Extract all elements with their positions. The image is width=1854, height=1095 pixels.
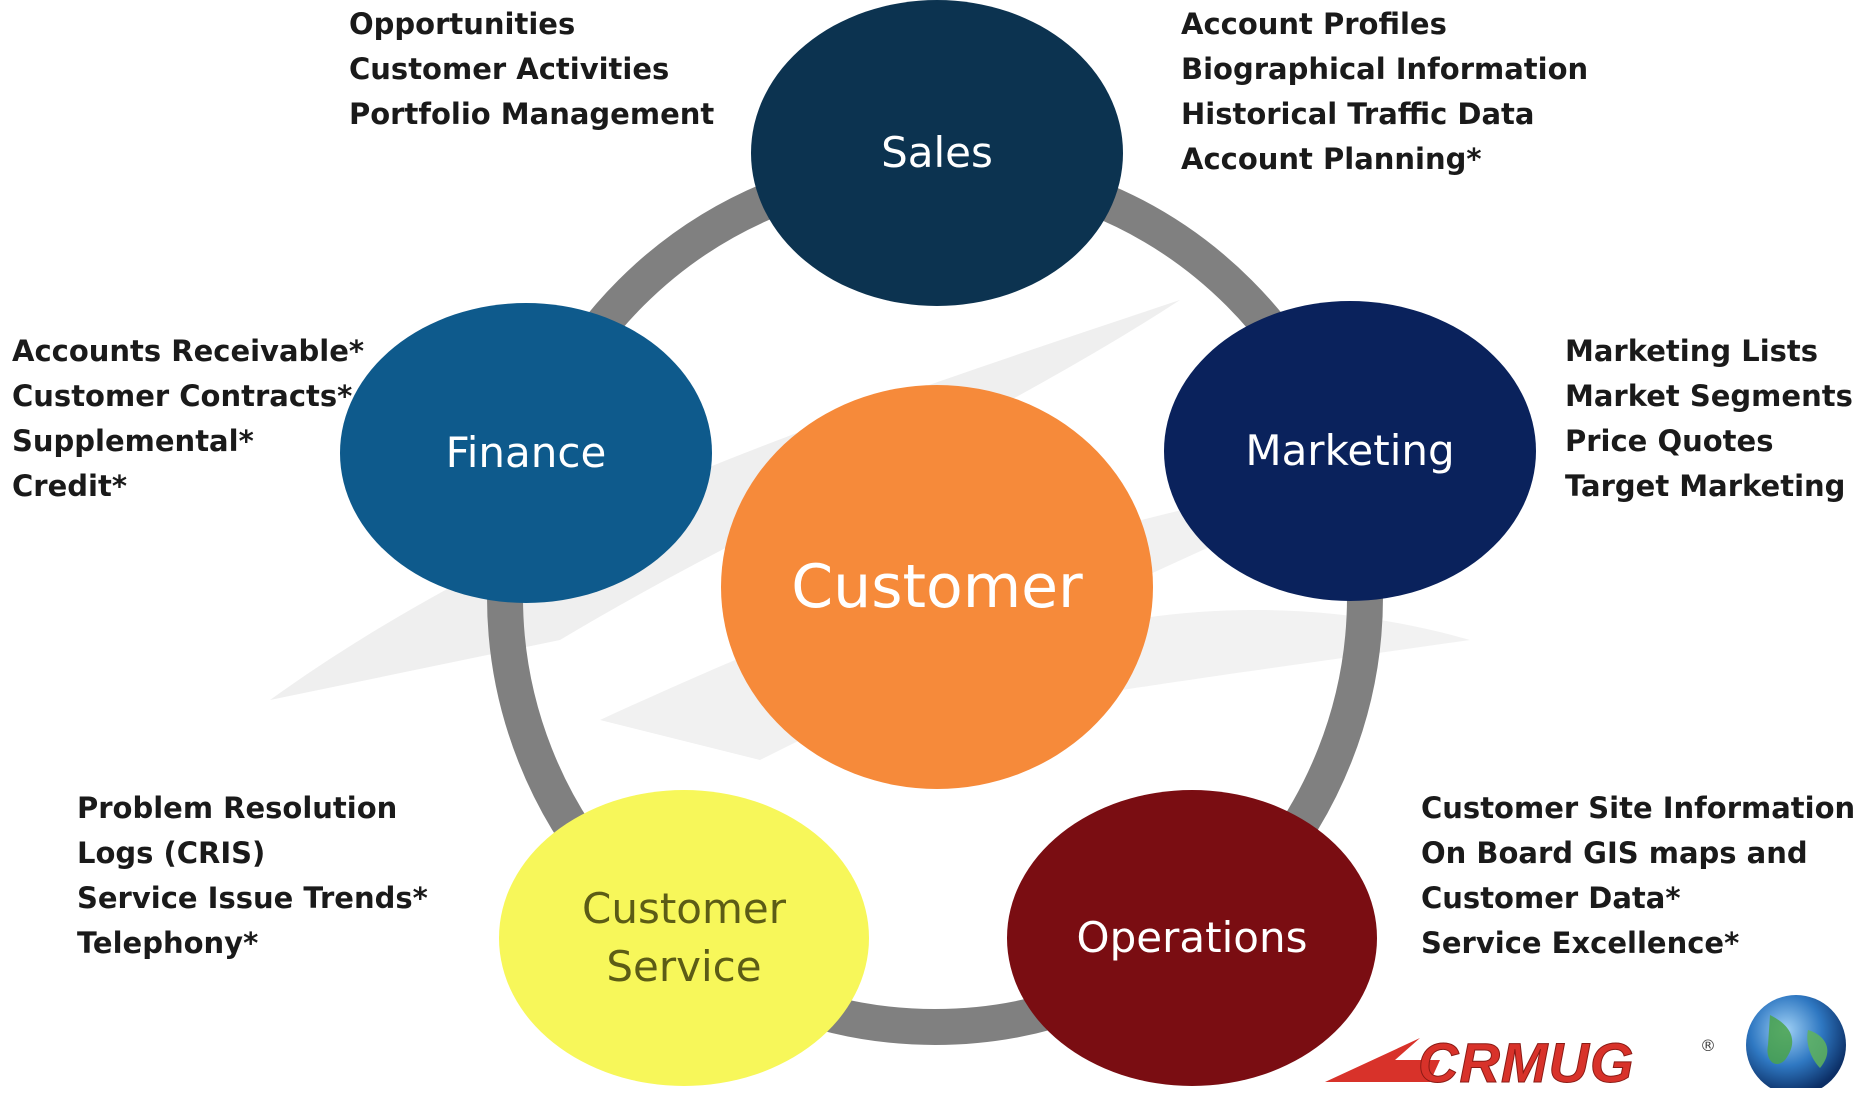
registered-mark: ®: [1700, 1036, 1716, 1055]
customer-service-list: Problem Resolution Logs (CRIS) Service I…: [77, 786, 428, 966]
list-item: Customer Contracts*: [12, 379, 353, 413]
finance-circle: [340, 303, 712, 603]
sales-list-left: Opportunities Customer Activities Portfo…: [349, 2, 714, 137]
list-item: Telephony*: [77, 926, 259, 960]
operations-circle: [1007, 790, 1377, 1086]
crmug-logo: CRMUG: [1418, 1031, 1635, 1095]
customer-circle: [721, 385, 1153, 789]
list-item: Accounts Receivable*: [12, 334, 365, 368]
customer-service-label-line1: Customer: [581, 884, 787, 933]
list-item: Account Profiles: [1181, 7, 1447, 41]
customer-service-label: Customer Service: [582, 880, 786, 996]
customer-service-label-line2: Service: [606, 942, 762, 991]
list-item: Market Segments: [1565, 379, 1853, 413]
finance-label: Finance: [445, 428, 607, 477]
customer-label: Customer: [791, 552, 1083, 622]
list-item: Supplemental*: [12, 424, 254, 458]
list-item: Customer Site Information: [1421, 791, 1854, 825]
marketing-label: Marketing: [1245, 426, 1455, 475]
list-item: Portfolio Management: [349, 97, 715, 131]
sales-circle: [751, 0, 1123, 306]
list-item: Problem Resolution: [77, 791, 398, 825]
sales-list-right: Account Profiles Biographical Informatio…: [1181, 2, 1588, 182]
list-item: Target Marketing: [1565, 469, 1846, 503]
marketing-circle: [1164, 301, 1536, 601]
list-item: Account Planning*: [1181, 142, 1482, 176]
crmug-logo-mark: [1325, 995, 1846, 1088]
list-item: Service Excellence*: [1421, 926, 1740, 960]
list-item: Biographical Information: [1181, 52, 1589, 86]
list-item: Logs (CRIS): [77, 836, 266, 870]
marketing-list: Marketing Lists Market Segments Price Qu…: [1565, 329, 1853, 509]
list-item: Historical Traffic Data: [1181, 97, 1535, 131]
operations-label: Operations: [1076, 913, 1308, 962]
sales-label: Sales: [881, 128, 993, 177]
list-item: Customer Data*: [1421, 881, 1681, 915]
list-item: Customer Activities: [349, 52, 670, 86]
list-item: Marketing Lists: [1565, 334, 1819, 368]
operations-list: Customer Site Information On Board GIS m…: [1421, 786, 1854, 966]
list-item: Price Quotes: [1565, 424, 1774, 458]
list-item: Opportunities: [349, 7, 576, 41]
globe-icon: [1746, 995, 1846, 1088]
customer-service-circle: [499, 790, 869, 1086]
finance-list: Accounts Receivable* Customer Contracts*…: [12, 329, 364, 509]
list-item: Credit*: [12, 469, 127, 503]
list-item: On Board GIS maps and: [1421, 836, 1808, 870]
list-item: Service Issue Trends*: [77, 881, 428, 915]
